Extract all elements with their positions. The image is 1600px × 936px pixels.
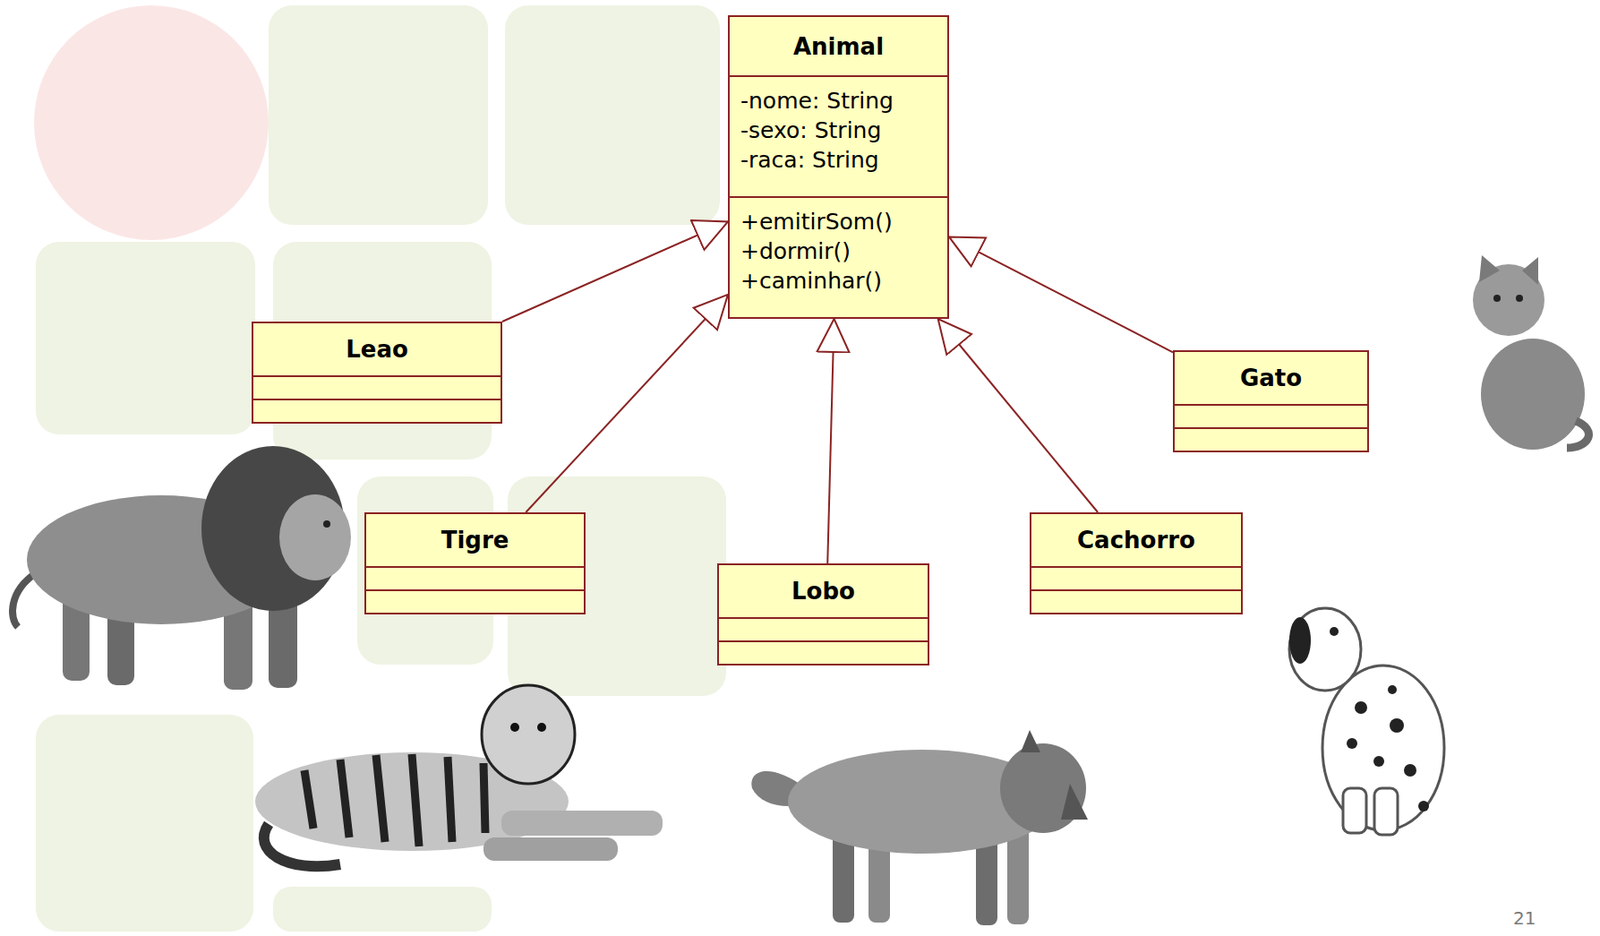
operation-compartment: +emitirSom()+dormir()+caminhar() (729, 196, 948, 317)
class-name: Lobo (778, 577, 868, 605)
class-member: -sexo: String (729, 115, 948, 146)
operation-compartment (253, 398, 501, 422)
lion-tail (12, 573, 36, 627)
tiger-eye (537, 722, 547, 732)
dalmatian-illustration (1289, 607, 1445, 835)
class-member: -nome: String (729, 85, 948, 116)
tiger-eye (510, 722, 520, 732)
generalization-arrow (938, 318, 1099, 513)
dog-leg (1343, 787, 1367, 833)
attribute-compartment (1174, 403, 1368, 428)
dog-head (1289, 607, 1361, 691)
operation-compartment (1031, 589, 1241, 613)
dog-ear (1289, 616, 1311, 664)
class-name-compartment: Animal (729, 17, 948, 76)
generalization-arrow (525, 294, 728, 513)
generalization-arrow (502, 222, 728, 322)
decor-tile (35, 241, 256, 435)
decor-tile (504, 5, 720, 225)
cat-eye (1493, 294, 1501, 302)
tiger-head (481, 684, 575, 784)
attribute-compartment (253, 375, 501, 399)
class-member: +emitirSom() (729, 206, 948, 237)
generalization-arrow (827, 318, 834, 564)
cat-ear (1479, 255, 1500, 283)
attribute-compartment: -nome: String-sexo: String-raca: String (729, 75, 948, 197)
tiger-stripe (304, 770, 314, 829)
uml-class-box: Animal -nome: String-sexo: String-raca: S… (727, 15, 950, 319)
cat-eye (1515, 294, 1523, 302)
tiger-stripe (376, 754, 386, 842)
attribute-compartment (366, 565, 584, 590)
decor-tile (273, 886, 492, 932)
dog-leg (1374, 787, 1398, 835)
uml-class-box: Gato (1172, 350, 1369, 453)
tiger-illustration (255, 684, 663, 866)
decor-circle (34, 5, 269, 240)
attribute-compartment (1031, 565, 1241, 590)
class-name-compartment: Leao (253, 323, 501, 376)
class-name-compartment: Lobo (718, 564, 928, 617)
class-name: Leao (333, 335, 421, 363)
wolf-snout (1060, 783, 1088, 820)
uml-class-box: Leao (251, 321, 503, 424)
cat-illustration (1472, 255, 1589, 450)
tiger-paw (483, 837, 618, 861)
lion-head (279, 494, 351, 581)
attribute-compartment (718, 616, 928, 641)
class-name-compartment: Cachorro (1031, 513, 1241, 566)
lion-eye (323, 520, 331, 528)
class-member: -raca: String (729, 145, 948, 175)
page-number: 21 (1513, 906, 1536, 929)
class-name: Cachorro (1064, 526, 1208, 554)
operation-compartment (1174, 427, 1368, 451)
decor-shapes (34, 5, 727, 932)
decor-tile (268, 5, 488, 225)
lion-illustration (12, 445, 351, 690)
cat-tail (1566, 420, 1589, 448)
operation-compartment (718, 640, 928, 664)
tiger-stripe (340, 759, 350, 838)
wolf-illustration (751, 729, 1088, 925)
tiger-stripes (304, 753, 486, 847)
tiger-stripe (483, 762, 486, 833)
uml-class-box: Lobo (717, 563, 930, 666)
uml-class-box: Cachorro (1029, 512, 1243, 615)
class-member: +caminhar() (729, 265, 948, 296)
generalization-arrow (949, 236, 1173, 352)
class-member: +dormir() (729, 236, 948, 266)
tiger-paw (501, 810, 663, 836)
wolf-ear (1020, 729, 1041, 753)
class-name-compartment: Tigre (366, 513, 584, 566)
class-name: Gato (1227, 364, 1315, 392)
tiger-stripe (447, 756, 453, 842)
tiger-stripe (411, 753, 420, 847)
operation-compartment (366, 589, 584, 613)
class-name: Animal (780, 33, 897, 60)
class-name: Tigre (428, 526, 522, 554)
cat-ear (1522, 256, 1539, 285)
cat-body (1480, 338, 1585, 450)
uml-class-box: Tigre (364, 512, 586, 615)
class-name-compartment: Gato (1174, 351, 1368, 404)
decor-tile (35, 714, 254, 932)
dog-spots (1329, 626, 1429, 812)
